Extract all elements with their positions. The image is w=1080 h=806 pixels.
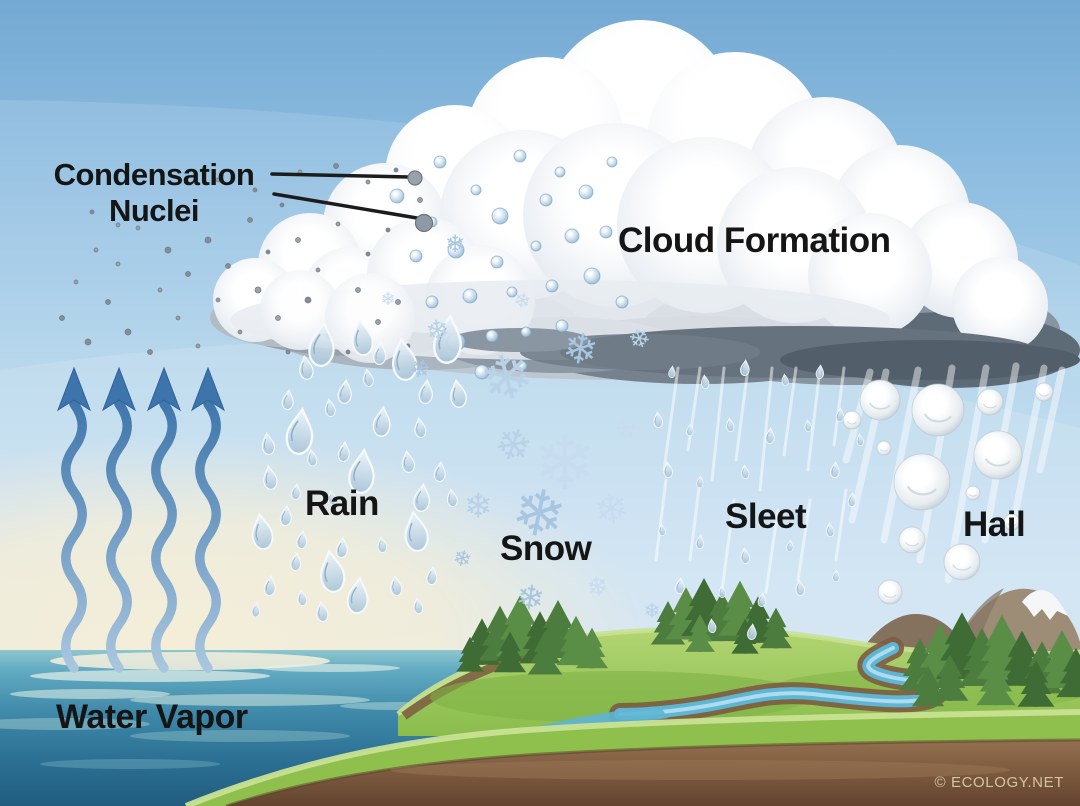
- water-vapor-arrows: [57, 366, 225, 673]
- vapor-arrow: [57, 366, 91, 673]
- soil-band: [225, 738, 1080, 806]
- svg-text:❄: ❄: [590, 482, 633, 536]
- nucleus-dot-large: [414, 213, 434, 233]
- svg-text:❄: ❄: [511, 287, 533, 315]
- svg-text:❄: ❄: [513, 577, 547, 621]
- condensation-nuclei-dots: [59, 163, 423, 355]
- svg-text:❄: ❄: [464, 487, 493, 527]
- svg-text:❄: ❄: [380, 289, 395, 310]
- svg-text:❄: ❄: [445, 230, 465, 258]
- svg-text:❄: ❄: [423, 312, 452, 349]
- svg-text:❄: ❄: [533, 418, 597, 507]
- snow-cap: [1022, 590, 1068, 620]
- vapor-arrow: [191, 366, 225, 673]
- condensation-pointer-lines: [270, 170, 434, 233]
- svg-text:❄: ❄: [559, 322, 602, 376]
- sleet-streaks: [654, 366, 848, 594]
- cumulus-cloud: [210, 20, 1080, 388]
- nucleus-dot-large: [407, 170, 423, 186]
- svg-text:❄: ❄: [644, 599, 661, 623]
- vapor-arrow: [147, 366, 181, 673]
- landscape: [184, 578, 1080, 806]
- hail-balls: [842, 379, 1054, 605]
- vapor-arrow: [102, 366, 136, 673]
- cloud-water-droplets: [389, 149, 629, 380]
